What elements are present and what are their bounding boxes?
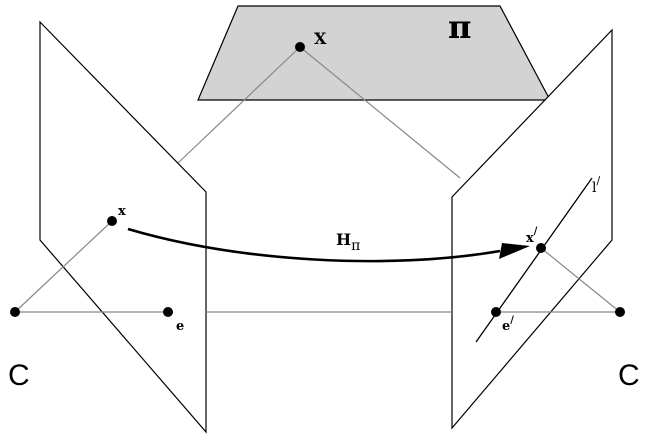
world-point-label: X (314, 29, 327, 48)
epipole-e-prime (491, 307, 501, 317)
homography-label-main: H (336, 230, 351, 249)
camera-center-c (10, 307, 20, 317)
plane-label: π (448, 8, 471, 46)
epipole-prime-main: e (502, 319, 510, 334)
epipolar-line-label: l/ (592, 174, 600, 196)
world-point-x (295, 42, 305, 52)
ray-cprime-to-xprime (540, 247, 621, 313)
scene-plane (197, 5, 551, 101)
image-point-x-prime (536, 243, 546, 253)
camera-center-label: C (8, 359, 30, 392)
homography-arrow (127, 227, 501, 263)
homography-label-subscript: π (351, 238, 360, 254)
epipole-prime-label: e/ (502, 315, 514, 334)
image-point-label: x (118, 204, 126, 219)
epipole-label: e (176, 319, 184, 334)
epipolar-line-prime: / (596, 174, 600, 187)
image-point-x (107, 216, 117, 226)
epipolar-line-label-main: l (592, 180, 597, 196)
left-image-plane (39, 20, 207, 434)
ray-x-to-left-plane (177, 46, 301, 164)
image-point-prime-mark: / (534, 226, 538, 237)
camera-center-c-prime (615, 307, 625, 317)
image-point-prime-label: x/ (526, 226, 538, 246)
image-point-prime-main: x (526, 231, 534, 246)
homography-label: Hπ (336, 230, 360, 254)
ray-c-to-x (14, 220, 113, 313)
homography-arrowhead (499, 243, 530, 259)
camera-center-prime-label: C (618, 359, 640, 392)
ray-x-to-right-plane (299, 46, 461, 179)
right-image-plane (451, 28, 613, 430)
epipole-e (163, 307, 173, 317)
epipole-prime-mark: / (510, 315, 514, 326)
